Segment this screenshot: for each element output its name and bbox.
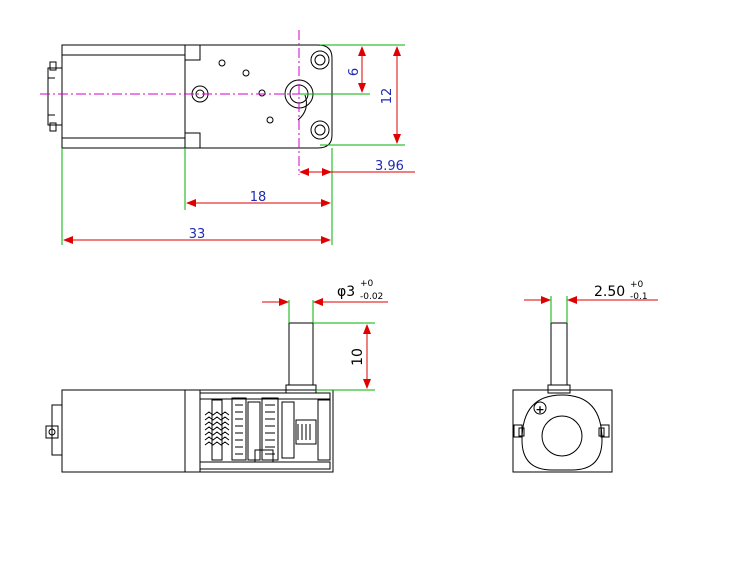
dim-offset: 3.96 xyxy=(375,159,404,174)
flat-width-label: 2.50 xyxy=(594,284,625,300)
dimension-lines-front xyxy=(262,298,388,389)
gear-train-front xyxy=(204,397,317,463)
extension-lines-top xyxy=(61,44,405,245)
output-shaft-side xyxy=(547,322,571,394)
gearbox-plate-top xyxy=(200,44,333,149)
dim-total-length: 33 xyxy=(189,227,206,242)
dimension-lines-top xyxy=(63,46,415,244)
front-view: φ3 +0 -0.02 10 xyxy=(45,279,388,473)
dim-shaft-length: 10 xyxy=(350,348,366,366)
output-shaft-front xyxy=(285,322,317,394)
dim-height-small: 6 xyxy=(347,68,362,76)
shaft-diameter-tol-upper: +0 xyxy=(360,279,374,289)
dim-height-total: 12 xyxy=(380,88,395,105)
extension-lines-front xyxy=(288,300,375,391)
housing-side xyxy=(512,389,613,473)
top-view: 6 12 3.96 18 33 xyxy=(40,30,415,245)
side-view: + 2.50 +0 -0.1 xyxy=(512,280,658,473)
dim-gearbox-length: 18 xyxy=(250,190,267,205)
shaft-diameter-tol-lower: -0.02 xyxy=(360,292,383,302)
polarity-mark: + xyxy=(535,403,544,416)
gearbox-front xyxy=(184,389,334,473)
shaft-diameter-label: φ3 xyxy=(337,284,355,300)
extension-lines-side xyxy=(550,296,568,323)
flat-width-tol-lower: -0.1 xyxy=(630,292,648,302)
flat-width-tol-upper: +0 xyxy=(630,280,644,290)
motor-body-front xyxy=(45,389,186,473)
mounting-holes-top xyxy=(191,50,330,140)
motor-body-top xyxy=(61,44,201,149)
motor-terminals-top xyxy=(47,61,62,132)
